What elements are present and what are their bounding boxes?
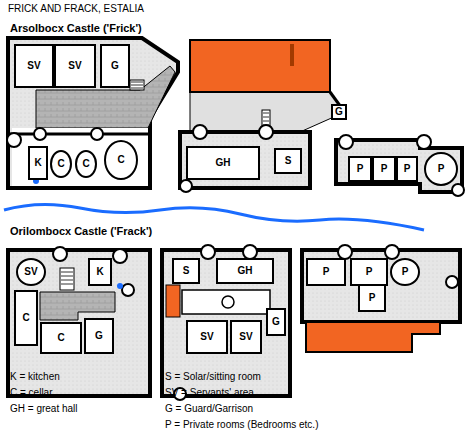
room-code: C bbox=[57, 333, 64, 343]
room-box: GH bbox=[186, 146, 260, 180]
room-code: P bbox=[404, 164, 411, 174]
room-code: G bbox=[272, 317, 280, 327]
room-code: P bbox=[438, 164, 445, 174]
legend-entry: GH = great hall bbox=[10, 404, 78, 414]
castle-name: Orilombocx Castle ('Frack') bbox=[10, 226, 152, 237]
room-box: P bbox=[348, 156, 372, 182]
room-code: G bbox=[111, 61, 119, 71]
room-box: S bbox=[172, 258, 200, 284]
room-code: P bbox=[381, 164, 388, 174]
room-box: P bbox=[396, 156, 418, 182]
room-box: K bbox=[88, 258, 112, 286]
room-box: SV bbox=[230, 320, 262, 354]
room-code: C bbox=[22, 313, 29, 323]
room-box: C bbox=[104, 140, 138, 180]
room-code: GH bbox=[238, 266, 253, 276]
room-box: P bbox=[424, 152, 458, 186]
room-box: SV bbox=[186, 320, 228, 354]
room-code: P bbox=[402, 267, 409, 277]
room-code: P bbox=[357, 164, 364, 174]
legend-entry: SV = Servants' area bbox=[165, 388, 254, 398]
room-box: S bbox=[274, 148, 302, 174]
room-code: G bbox=[335, 107, 343, 117]
room-box: G bbox=[100, 44, 130, 88]
room-box: G bbox=[266, 308, 286, 336]
room-code: SV bbox=[27, 61, 40, 71]
room-box: C bbox=[50, 150, 72, 178]
room-box: GH bbox=[216, 258, 274, 284]
room-box: SV bbox=[54, 44, 96, 88]
room-box: K bbox=[28, 146, 48, 180]
legend-entry: K = kitchen bbox=[10, 372, 60, 382]
legend-entry: P = Private rooms (Bedrooms etc.) bbox=[165, 420, 318, 430]
legend-entry: S = Solar/sitting room bbox=[165, 372, 261, 382]
room-code: C bbox=[57, 159, 64, 169]
room-code: SV bbox=[68, 61, 81, 71]
room-box: C bbox=[75, 150, 97, 178]
room-box: SV bbox=[14, 44, 54, 88]
room-code: P bbox=[369, 293, 376, 303]
room-code: C bbox=[82, 159, 89, 169]
room-box: P bbox=[306, 258, 346, 286]
room-code: SV bbox=[200, 332, 213, 342]
room-box: SV bbox=[16, 258, 46, 286]
room-box: G bbox=[84, 318, 114, 354]
diagram-title: FRICK AND FRACK, ESTALIA bbox=[8, 4, 144, 14]
room-code: K bbox=[96, 267, 103, 277]
room-box: P bbox=[390, 258, 420, 286]
room-code: SV bbox=[239, 332, 252, 342]
legend-entry: C = cellar bbox=[10, 388, 53, 398]
room-box: C bbox=[14, 290, 38, 346]
room-box: P bbox=[358, 284, 386, 312]
room-code: GH bbox=[216, 158, 231, 168]
room-code: K bbox=[34, 158, 41, 168]
room-code: P bbox=[323, 267, 330, 277]
room-box: P bbox=[350, 258, 388, 286]
room-code: G bbox=[95, 331, 103, 341]
room-box: P bbox=[372, 156, 396, 182]
room-code: P bbox=[366, 267, 373, 277]
room-box: G bbox=[331, 104, 347, 120]
legend-entry: G = Guard/Garrison bbox=[165, 404, 253, 414]
room-code: C bbox=[117, 155, 124, 165]
room-code: S bbox=[285, 156, 292, 166]
room-code: S bbox=[183, 266, 190, 276]
castle-name: Arsolbocx Castle ('Frick') bbox=[10, 23, 142, 34]
room-box: C bbox=[40, 322, 82, 354]
room-code: SV bbox=[24, 267, 37, 277]
